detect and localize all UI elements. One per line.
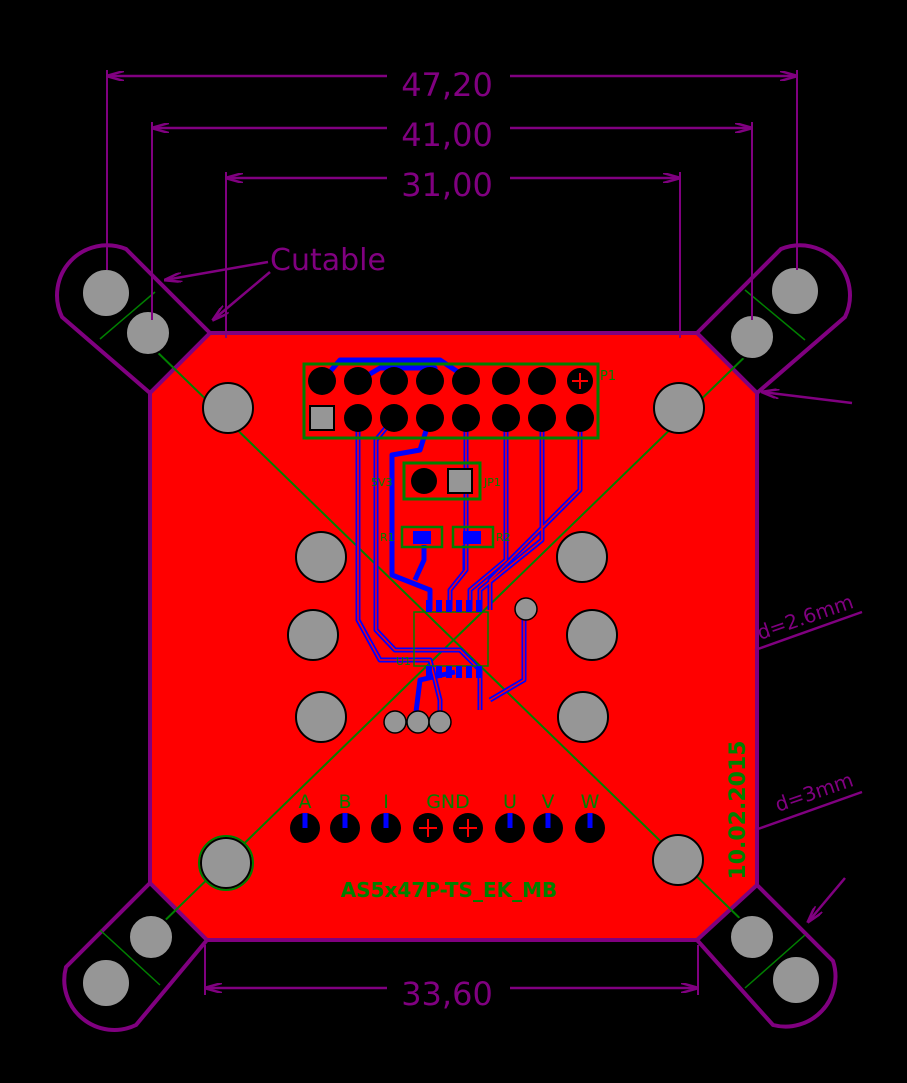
dimension-extension-lines	[106, 70, 798, 995]
header-label: P1	[600, 369, 616, 384]
header-pin	[452, 404, 480, 432]
mounting-hole	[729, 314, 775, 360]
cutable-annotation	[165, 260, 271, 320]
diagonal-lines	[149, 344, 758, 936]
r2-body	[463, 531, 481, 544]
header-pin	[344, 404, 372, 432]
header-pin	[380, 404, 408, 432]
header-pin	[344, 367, 372, 395]
connector-label: B	[338, 791, 351, 813]
header-pin	[452, 367, 480, 395]
mounting-hole	[566, 609, 618, 661]
hole-annotations	[754, 392, 863, 922]
mounting-hole	[771, 955, 821, 1005]
mounting-hole	[295, 691, 347, 743]
mounting-hole	[202, 382, 254, 434]
mounting-holes	[81, 266, 821, 1008]
connector-label: I	[383, 791, 389, 813]
header-pin	[416, 404, 444, 432]
mounting-hole	[652, 834, 704, 886]
header-outline	[302, 362, 600, 440]
corner-ears	[55, 243, 852, 1032]
dim-top-inner: 31,00	[401, 166, 493, 204]
mounting-hole	[125, 310, 171, 356]
test-pads	[383, 597, 538, 734]
mounting-hole	[729, 914, 775, 960]
connector-label: U	[503, 791, 517, 813]
mounting-hole	[81, 958, 131, 1008]
header-pin	[566, 404, 594, 432]
r1-label: R1	[380, 531, 395, 544]
header-pin	[416, 367, 444, 395]
mounting-hole	[287, 609, 339, 661]
board-name: AS5x47P-TS_EK_MB	[341, 878, 558, 902]
mounting-hole	[128, 914, 174, 960]
cutable-label: Cutable	[270, 243, 386, 278]
r1-body	[413, 531, 431, 544]
mounting-hole	[653, 382, 705, 434]
connector: A B I GND U V W	[290, 791, 605, 843]
header-pins	[308, 366, 595, 432]
mounting-hole	[81, 268, 131, 318]
hole-small-label: d=2.6mm	[754, 589, 857, 644]
mounting-hole	[295, 531, 347, 583]
header-pin	[308, 367, 336, 395]
header-pin	[492, 367, 520, 395]
connector-label: V	[542, 791, 555, 813]
header-pin	[528, 367, 556, 395]
mounting-hole	[557, 691, 609, 743]
r2-label: R2	[496, 531, 511, 544]
dim-top-middle: 41,00	[401, 116, 493, 154]
board-date: 10.02.2015	[726, 740, 751, 879]
jumper-pad-round	[411, 468, 437, 494]
r1-outline	[400, 525, 444, 549]
ic-pads	[426, 600, 482, 678]
ic-label: U1	[396, 655, 411, 668]
connector-label: GND	[426, 791, 470, 813]
jumper-pad-square	[447, 468, 473, 494]
header-pin	[528, 404, 556, 432]
ear-cut-lines	[99, 289, 806, 989]
mounting-hole	[200, 837, 252, 889]
r2-outline	[451, 525, 495, 549]
jumper-label: JP1	[483, 476, 501, 489]
hole-ring	[198, 835, 254, 891]
dim-top-outer: 47,20	[401, 66, 493, 104]
mounting-hole	[556, 531, 608, 583]
header-pin	[380, 367, 408, 395]
mounting-hole	[770, 266, 820, 316]
connector-label: W	[581, 791, 600, 813]
header-pin	[492, 404, 520, 432]
dimension-lines	[107, 76, 797, 988]
jumper-outline	[402, 461, 482, 501]
dim-bottom: 33,60	[401, 975, 493, 1013]
header-pin-square	[309, 405, 335, 431]
connector-label: A	[299, 791, 312, 813]
dimension-labels: 47,20 41,00 31,00 33,60	[401, 66, 493, 1013]
jumper-side-label: 5V3	[371, 476, 393, 489]
